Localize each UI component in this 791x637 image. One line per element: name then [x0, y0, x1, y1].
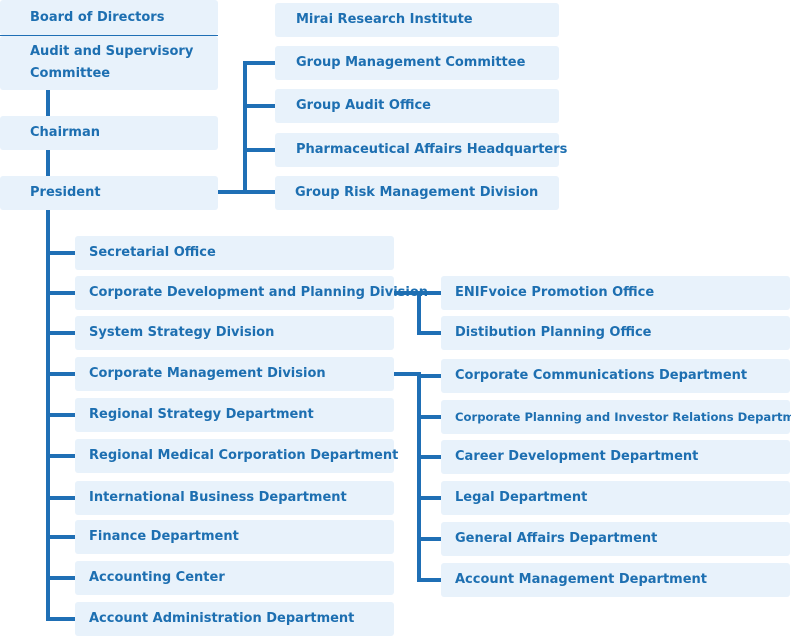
box-accounting-center: Accounting Center [75, 561, 394, 595]
box-pharmaceutical-affairs-hq: Pharmaceutical Affairs Headquarters [275, 133, 567, 167]
box-chairman: Chairman [0, 116, 218, 150]
top-unit-label: Group Audit Office [296, 98, 431, 113]
president-label: President [30, 185, 101, 200]
connector-management-sub-2 [417, 415, 441, 419]
box-system-strategy: System Strategy Division [75, 316, 394, 350]
connector-division-10 [46, 617, 75, 621]
box-enifvoice-promotion: ENIFvoice Promotion Office [441, 276, 790, 310]
connector-management-sub-6 [417, 578, 441, 582]
box-international-business: International Business Department [75, 481, 394, 515]
box-distribution-planning: Distibution Planning Office [441, 316, 790, 350]
connector-division-4 [46, 372, 75, 376]
division-label: Regional Medical Corporation Department [89, 448, 399, 463]
division-label: Secretarial Office [89, 245, 216, 260]
box-account-administration: Account Administration Department [75, 602, 394, 636]
box-finance: Finance Department [75, 520, 394, 554]
audit-label: Audit and Supervisory Committee [30, 44, 194, 81]
top-unit-label: Group Management Committee [296, 55, 526, 70]
connector-planning-sub-2 [417, 331, 441, 335]
connector-management-v [417, 372, 421, 582]
connector-audit-chairman [46, 90, 50, 116]
connector-top-unit-4 [243, 190, 275, 194]
box-regional-strategy: Regional Strategy Department [75, 398, 394, 432]
box-president: President [0, 176, 218, 210]
management-sub-label: General Affairs Department [455, 531, 658, 546]
management-sub-label: Legal Department [455, 490, 588, 505]
division-label: System Strategy Division [89, 325, 275, 340]
connector-division-7 [46, 496, 75, 500]
connector-top-unit-3 [243, 148, 275, 152]
chairman-label: Chairman [30, 125, 101, 140]
connector-management-sub-1 [417, 374, 441, 378]
connector-top-unit-1 [243, 61, 275, 65]
box-account-management: Account Management Department [441, 563, 790, 597]
connector-division-2 [46, 291, 75, 295]
box-corporate-communications: Corporate Communications Department [441, 359, 790, 393]
connector-division-5 [46, 413, 75, 417]
connector-division-6 [46, 454, 75, 458]
division-label: Corporate Development and Planning Divis… [89, 285, 429, 300]
box-group-audit-office: Group Audit Office [275, 89, 559, 123]
division-label: Finance Department [89, 529, 239, 544]
top-unit-label: Mirai Research Institute [296, 12, 473, 27]
management-sub-label: Career Development Department [455, 449, 699, 464]
connector-chairman-president [46, 150, 50, 176]
box-career-development: Career Development Department [441, 440, 790, 474]
connector-division-8 [46, 535, 75, 539]
box-group-risk-management: Group Risk Management Division [275, 176, 559, 210]
connector-division-1 [46, 251, 75, 255]
division-label: Corporate Management Division [89, 366, 326, 381]
box-mirai-research-institute: Mirai Research Institute [275, 3, 559, 37]
division-label: International Business Department [89, 490, 347, 505]
management-sub-label: Account Management Department [455, 572, 708, 587]
connector-top-units-v [243, 61, 247, 194]
box-legal: Legal Department [441, 481, 790, 515]
connector-planning-h [394, 291, 420, 295]
box-group-management-committee: Group Management Committee [275, 46, 559, 80]
connector-division-9 [46, 576, 75, 580]
division-label: Account Administration Department [89, 611, 355, 626]
connector-division-3 [46, 331, 75, 335]
connector-top-unit-2 [243, 104, 275, 108]
division-label: Accounting Center [89, 570, 225, 585]
connector-president-top-units-h [218, 190, 246, 194]
box-board-of-directors: Board of Directors [0, 0, 218, 35]
box-regional-medical-corporation: Regional Medical Corporation Department [75, 439, 398, 473]
connector-management-sub-3 [417, 455, 441, 459]
top-unit-label: Pharmaceutical Affairs Headquarters [296, 142, 568, 157]
connector-management-h [394, 372, 420, 376]
management-sub-label: Corporate Communications Department [455, 368, 748, 383]
connector-planning-sub-1 [417, 291, 441, 295]
management-sub-label: Corporate Planning and Investor Relation… [455, 410, 791, 424]
board-label: Board of Directors [30, 9, 165, 25]
box-corporate-management: Corporate Management Division [75, 357, 394, 391]
connector-management-sub-5 [417, 537, 441, 541]
planning-sub-label: Distibution Planning Office [455, 325, 652, 340]
connector-management-sub-4 [417, 496, 441, 500]
box-secretarial-office: Secretarial Office [75, 236, 394, 270]
board-audit-divider [0, 35, 218, 36]
connector-planning-v [417, 291, 421, 335]
box-corporate-development-planning: Corporate Development and Planning Divis… [75, 276, 428, 310]
planning-sub-label: ENIFvoice Promotion Office [455, 285, 655, 300]
top-unit-label: Group Risk Management Division [295, 185, 539, 200]
division-label: Regional Strategy Department [89, 407, 314, 422]
box-audit-committee: Audit and Supervisory Committee [0, 36, 218, 90]
box-corporate-planning-ir: Corporate Planning and Investor Relation… [441, 400, 791, 434]
box-general-affairs: General Affairs Department [441, 522, 790, 556]
